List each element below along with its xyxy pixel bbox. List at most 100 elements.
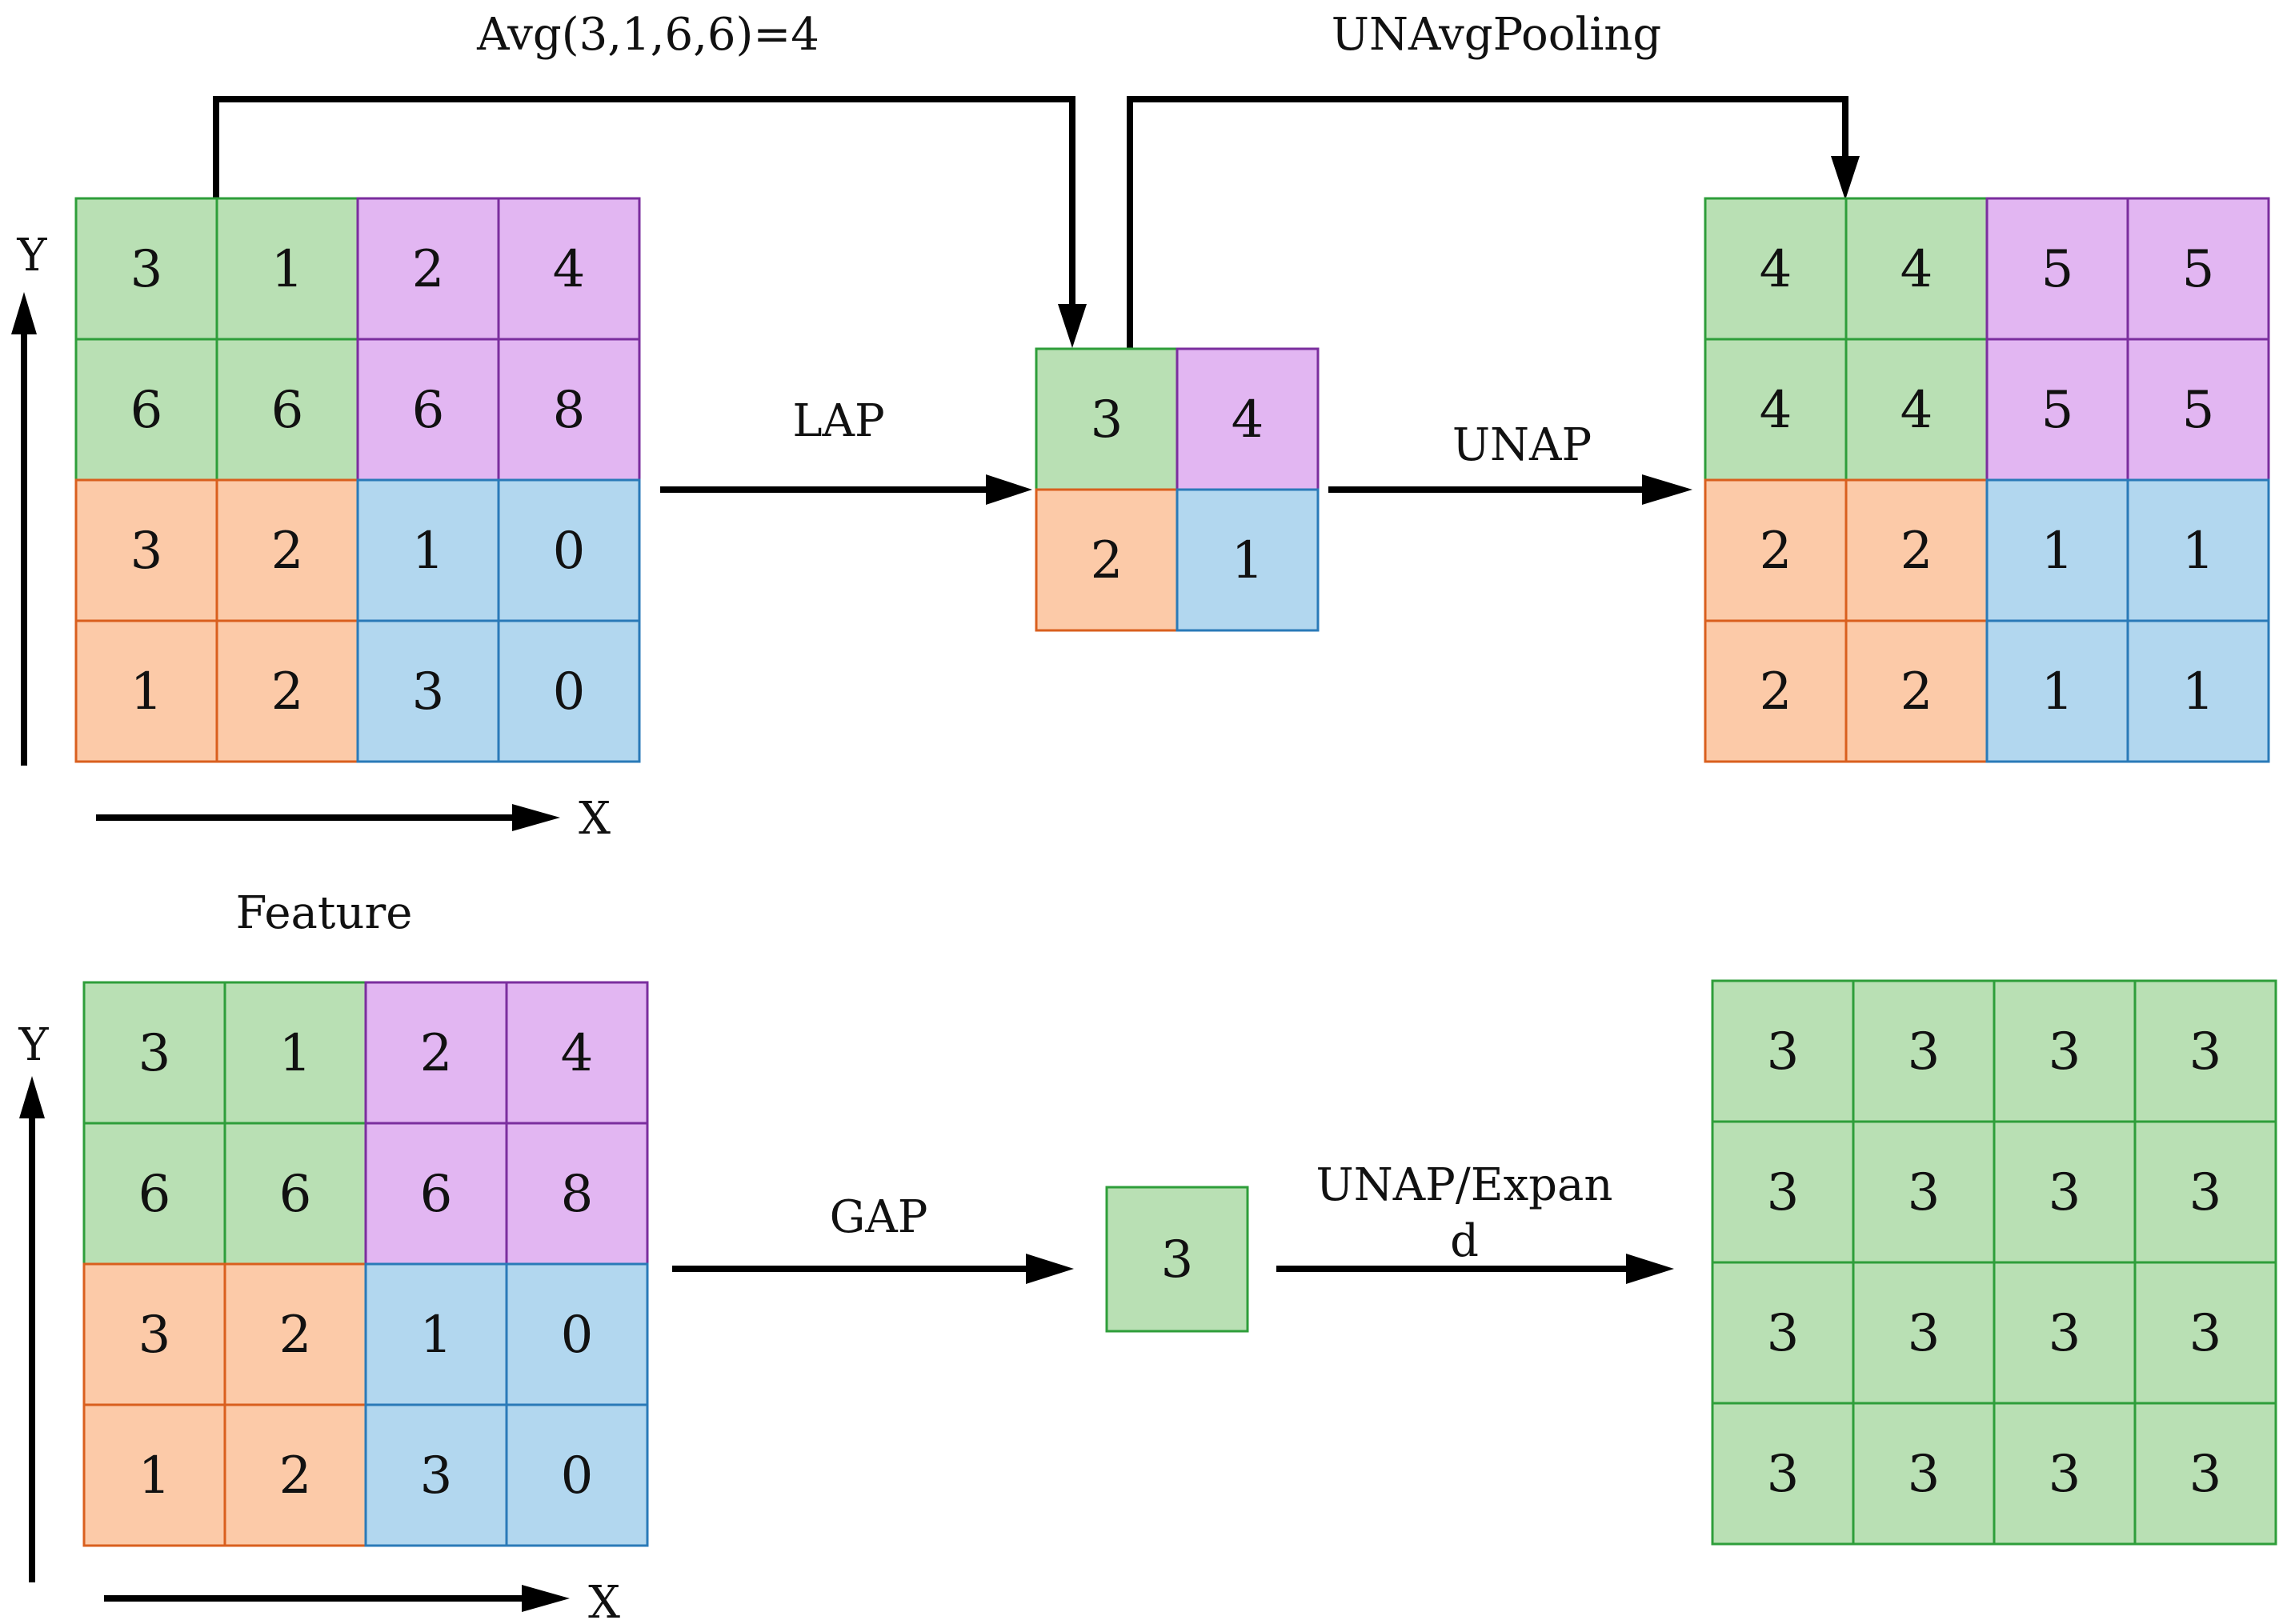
- grid-cell: [215, 338, 359, 482]
- grid-cell-value: 3: [2189, 1304, 2222, 1363]
- grid-cell-value: 4: [1232, 390, 1264, 450]
- grid-cell: [2126, 478, 2270, 622]
- grid-cell: [364, 981, 508, 1125]
- grid-cell-value: 2: [1760, 522, 1792, 581]
- unap-arrow: [1328, 474, 1692, 505]
- grid-cell-value: 2: [1900, 522, 1933, 581]
- top-axis-x-label: X: [579, 793, 611, 845]
- grid-cell: [505, 1262, 649, 1406]
- grid-cell: [223, 1262, 367, 1406]
- grid-cell-value: 1: [130, 662, 163, 722]
- grid-cell-value: 3: [1767, 1304, 1800, 1363]
- grid-cell: [497, 619, 641, 763]
- unap-expand-label-line2: d: [1450, 1215, 1479, 1267]
- grid-cell-value: 3: [2049, 1163, 2081, 1222]
- grid-cell-value: 3: [1908, 1163, 1941, 1222]
- grid-cell-value: 3: [2189, 1022, 2222, 1082]
- grid-cell-value: 3: [2049, 1022, 2081, 1082]
- unavg-connector-arrow: [1127, 96, 1860, 352]
- grid-cell-value: 3: [1908, 1304, 1941, 1363]
- grid-cell-value: 1: [2182, 662, 2215, 722]
- lap-arrow: [660, 474, 1032, 505]
- grid-cell: [1176, 488, 1320, 632]
- grid-cell-value: 0: [553, 522, 586, 581]
- grid-cell-value: 2: [412, 240, 445, 299]
- grid-cell-value: 3: [1767, 1022, 1800, 1082]
- unap-label: UNAP: [1452, 419, 1592, 471]
- grid-cell: [505, 1122, 649, 1266]
- grid-cell: [356, 619, 500, 763]
- grid-cell-value: 4: [1760, 240, 1792, 299]
- grid-cell: [356, 478, 500, 622]
- grid-cell: [1035, 488, 1179, 632]
- grid-cell-value: 4: [1900, 381, 1933, 440]
- pooled-cell: [1105, 1186, 1249, 1333]
- lap-label: LAP: [792, 395, 884, 447]
- grid-cell-value: 2: [271, 522, 304, 581]
- grid-cell: [364, 1122, 508, 1266]
- grid-cell-value: 8: [561, 1165, 594, 1224]
- grid-cell-value: 3: [2049, 1304, 2081, 1363]
- grid-cell: [497, 338, 641, 482]
- grid-cell: [1985, 338, 2129, 482]
- grid-cell: [505, 1403, 649, 1547]
- grid-cell-value: 6: [130, 381, 163, 440]
- grid-cell-value: 2: [1091, 531, 1123, 590]
- grid-cell-value: 2: [271, 662, 304, 722]
- grid-cell: [74, 619, 218, 763]
- grid-cell-value: 1: [271, 240, 304, 299]
- grid-cell: [223, 1122, 367, 1266]
- bottom-axis-x-arrow: [104, 1585, 570, 1612]
- grid-cell: [1844, 338, 1989, 482]
- grid-cell: [497, 478, 641, 622]
- grid-cell-value: 5: [2182, 240, 2215, 299]
- grid-cell-value: 3: [2189, 1445, 2222, 1504]
- grid-cell-value: 4: [553, 240, 586, 299]
- top-axis-y-label: Y: [17, 230, 48, 282]
- grid-cell-value: 3: [412, 662, 445, 722]
- top-axis-x-arrow: [96, 804, 560, 831]
- grid-cell: [364, 1403, 508, 1547]
- grid-cell-value: 2: [279, 1446, 312, 1506]
- grid-cell-value: 1: [1232, 531, 1264, 590]
- grid-cell-value: 3: [138, 1024, 171, 1083]
- bottom-axis-y-arrow: [19, 1076, 45, 1582]
- grid-cell-value: 4: [1760, 381, 1792, 440]
- grid-cell-value: 5: [2041, 381, 2074, 440]
- grid-cell-value: 3: [2049, 1445, 2081, 1504]
- grid-cell: [1852, 1402, 1996, 1546]
- feature-label: Feature: [236, 887, 413, 939]
- grid-cell: [1993, 1261, 2137, 1405]
- grid-cell-value: 6: [412, 381, 445, 440]
- bottom-axis-x-label: X: [588, 1577, 620, 1624]
- grid-cell-value: 3: [1908, 1022, 1941, 1082]
- grid-cell-value: 0: [561, 1306, 594, 1365]
- grid-cell-value: 6: [271, 381, 304, 440]
- grid-cell-value: 3: [1908, 1445, 1941, 1504]
- grid-cell: [223, 1403, 367, 1547]
- grid-cell-value: 6: [279, 1165, 312, 1224]
- grid-cell-value: 3: [420, 1446, 453, 1506]
- pooled-cell-value: 3: [1161, 1230, 1194, 1290]
- grid-cell: [1704, 478, 1848, 622]
- grid-cell-value: 3: [138, 1306, 171, 1365]
- grid-cell-value: 3: [130, 240, 163, 299]
- grid-cell-value: 1: [2041, 522, 2074, 581]
- grid-cell-value: 5: [2041, 240, 2074, 299]
- grid-cell: [497, 197, 641, 341]
- grid-cell-value: 2: [279, 1306, 312, 1365]
- grid-cell-value: 2: [1760, 662, 1792, 722]
- grid-cell-value: 1: [2041, 662, 2074, 722]
- grid-cell-value: 1: [2182, 522, 2215, 581]
- grid-cell: [1035, 347, 1179, 491]
- grid-cell: [2133, 1402, 2277, 1546]
- grid-cell: [82, 1262, 226, 1406]
- grid-cell: [1985, 197, 2129, 341]
- grid-cell: [2126, 619, 2270, 763]
- grid-cell-value: 1: [412, 522, 445, 581]
- grid-cell-value: 4: [561, 1024, 594, 1083]
